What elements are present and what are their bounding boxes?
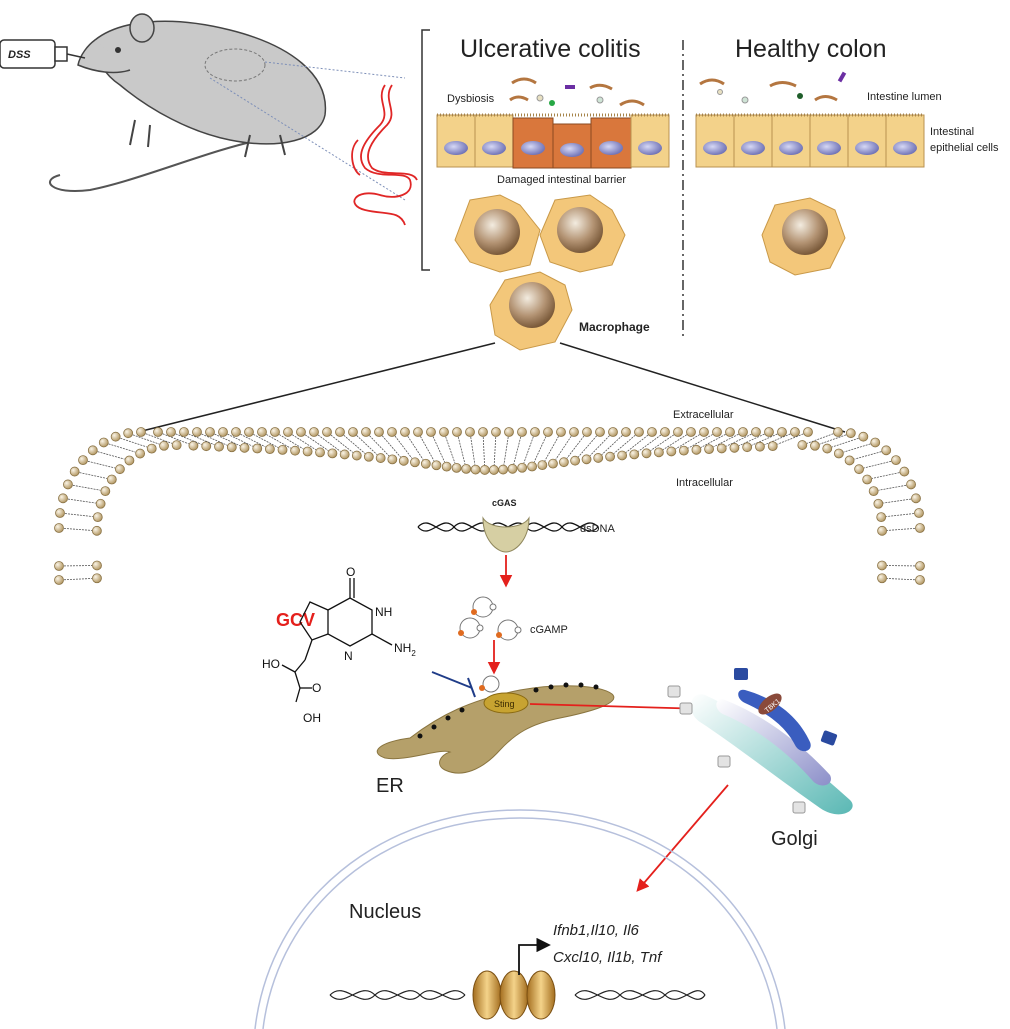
macrophage-1 (454, 194, 541, 273)
sting-label: Sting (494, 699, 515, 709)
cell-membrane (54, 427, 925, 585)
er-organelle (377, 682, 615, 774)
nucleus-envelope (254, 809, 786, 1029)
nucleus-envelope-inner (262, 817, 778, 1029)
golgi-label: Golgi (771, 828, 818, 850)
sting-protein: Sting (479, 675, 529, 714)
cgas-label: cGAS (492, 498, 517, 508)
gcv-n: N (344, 649, 353, 663)
golgi-organelle: TBK1 (667, 668, 853, 815)
healthy-colon-title: Healthy colon (735, 35, 886, 63)
dss-label: DSS (8, 49, 31, 61)
nucleus-label: Nucleus (349, 901, 421, 923)
ulcerative-epithelium (436, 113, 670, 169)
macrophage-cells (454, 194, 846, 351)
gcv-inhibition (431, 671, 476, 698)
panel-bracket (421, 29, 430, 271)
intestine-illustration (351, 84, 418, 226)
er-label: ER (376, 775, 404, 797)
macrophage-label: Macrophage (579, 320, 650, 334)
gcv-ho: HO (262, 657, 280, 671)
intracellular-label: Intracellular (676, 477, 733, 489)
nucleosomes (472, 970, 556, 1020)
dysbiosis-label: Dysbiosis (447, 93, 495, 105)
gcv-label: GCV (276, 610, 315, 630)
genes-line2: Cxcl10, Il1b, Tnf (553, 949, 663, 966)
gcv-nh: NH (375, 605, 392, 619)
gcv-oh: OH (303, 711, 321, 725)
gcv-o-ring: O (312, 681, 321, 695)
mouse-illustration: DSS (0, 13, 406, 201)
genes-line1: Ifnb1,Il10, Il6 (553, 922, 640, 939)
cgas-enzyme (482, 516, 530, 553)
dsdna-label: dsDNA (580, 523, 616, 535)
epithelial-label-line2: epithelial cells (930, 142, 999, 154)
intestine-lumen-label: Intestine lumen (867, 91, 942, 103)
gcv-molecule-atoms: O NH NH2 N O HO OH (262, 565, 416, 725)
macrophage-2 (539, 194, 626, 273)
microbes (509, 71, 847, 107)
cgamp-molecules (458, 596, 522, 641)
gcv-molecule (281, 578, 393, 703)
dss-bottle: DSS (0, 39, 86, 69)
macrophage-healthy (761, 197, 846, 276)
epithelial-label-line1: Intestinal (930, 126, 974, 138)
zoom-line-left (137, 342, 496, 433)
cgamp-label: cGAMP (530, 624, 568, 636)
golgi-to-nucleus-arrow (636, 784, 729, 892)
zoom-line-right (559, 342, 846, 433)
gcv-o-carbonyl: O (346, 565, 355, 579)
macrophage-3 (489, 271, 573, 351)
ulcerative-colitis-title: Ulcerative colitis (460, 35, 641, 63)
healthy-epithelium (695, 113, 925, 168)
transcription-arrow (518, 937, 551, 975)
chromatin-dna (329, 990, 706, 1000)
extracellular-label: Extracellular (673, 409, 734, 421)
gcv-nh2: NH2 (394, 641, 416, 658)
damaged-barrier-label: Damaged intestinal barrier (497, 174, 626, 186)
